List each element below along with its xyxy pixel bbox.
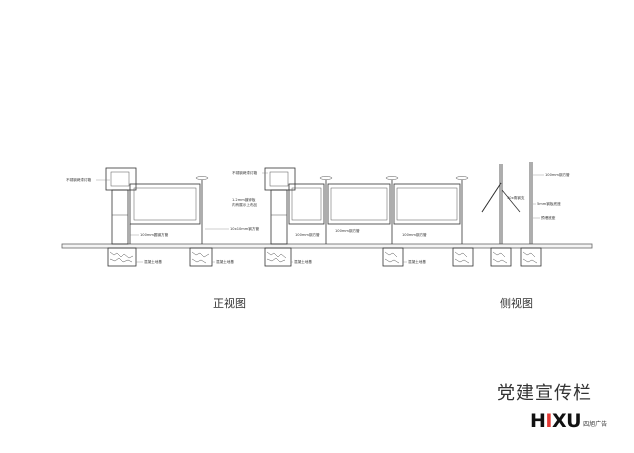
front2-foundation-a-label: 混凝土地基	[294, 259, 312, 264]
brand-logo-text: HIXU	[530, 410, 582, 432]
side-anchor-label: 预埋底座	[541, 215, 556, 220]
front2-pipe-c-label: 100mm钢方管	[402, 232, 427, 237]
ground-line	[61, 243, 593, 249]
brand-logo-letter: H	[530, 410, 546, 432]
side-pipe-label: 100mm钢方管	[545, 172, 570, 177]
front2-pipe-b-label: 100mm钢方管	[335, 228, 360, 233]
front2-mid-label-2: 内有展示上布品	[232, 202, 258, 207]
front2-foundation-b-label: 混凝土地基	[408, 259, 426, 264]
brand-logo-letter: I	[545, 410, 552, 432]
side-plate-label: 5mm钢板底座	[537, 201, 561, 206]
front2-pipe-a-label: 100mm钢方管	[295, 232, 320, 237]
front-view-unit-1	[105, 167, 213, 267]
brand-logo-letter: U	[566, 410, 582, 432]
brand-logo: HIXU 四旭广告	[530, 411, 607, 431]
front1-top-box-label: 不锈钢烤漆灯箱	[66, 177, 92, 182]
side-angle-label: 30x角钢支	[507, 195, 525, 200]
front1-pipe-label: 100mm圆钢方管	[140, 232, 169, 237]
front-view-label: 正视图	[213, 297, 246, 310]
brand-logo-letter: X	[551, 410, 567, 432]
front2-top-box-label: 不锈钢烤漆灯箱	[232, 170, 258, 175]
front1-foundation-b-label: 混凝土地基	[216, 259, 234, 264]
side-view-label: 侧视图	[500, 297, 533, 310]
brand-logo-subtitle: 四旭广告	[583, 421, 608, 428]
front2-mid-label-1: 1.2mm镀锌板	[232, 197, 256, 202]
front1-foundation-label: 混凝土地基	[144, 259, 162, 264]
side-view	[481, 162, 542, 267]
front-view-unit-2	[264, 167, 474, 267]
front2-pipe-10x10-label: 10x10mm钢方管	[230, 226, 259, 231]
drawing-title: 党建宣传栏	[497, 383, 592, 404]
